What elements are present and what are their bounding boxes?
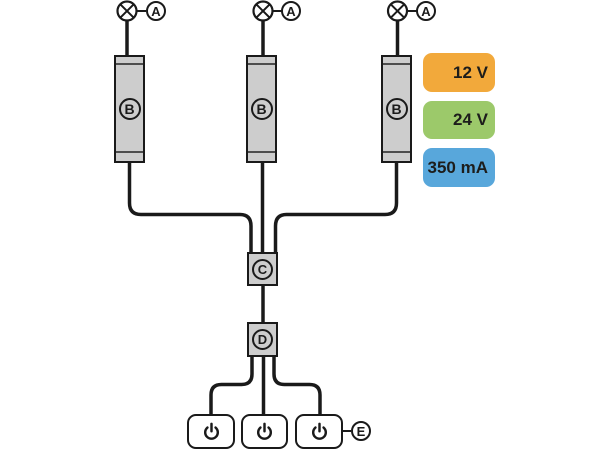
badge-12v: 12 V [423, 53, 495, 92]
power-icon [203, 422, 219, 440]
switch-button-3 [295, 414, 343, 449]
driver-cap [116, 63, 143, 65]
lamp-icon [252, 0, 274, 22]
label-switch: E [351, 421, 371, 441]
lamp-icon [116, 0, 138, 22]
distributor-box: D [247, 322, 278, 357]
label-lamp-1: A [146, 1, 166, 21]
wire-distributor-switch1 [209, 355, 254, 415]
label-driver-3: B [385, 98, 408, 120]
driver-cap [248, 151, 275, 153]
switch-button-2 [241, 414, 288, 449]
label-connector: C [252, 258, 273, 280]
label-lamp-2: A [281, 1, 301, 21]
driver-1: B [114, 55, 145, 163]
wire-driver3-connector [273, 161, 399, 253]
lamp-icon [386, 0, 409, 22]
label-lamp-3: A [416, 1, 436, 21]
driver-cap [383, 63, 410, 65]
label-distributor: D [252, 329, 273, 350]
wire-driver1-connector [127, 161, 253, 253]
driver-cap [383, 151, 410, 153]
badge-24v: 24 V [423, 101, 495, 139]
power-icon [311, 422, 327, 440]
badge-350ma: 350 mA [423, 148, 495, 187]
driver-cap [248, 63, 275, 65]
driver-3: B [381, 55, 412, 163]
label-driver-1: B [118, 98, 141, 120]
connector-box: C [247, 252, 278, 286]
driver-2: B [246, 55, 277, 163]
switch-button-1 [187, 414, 235, 449]
label-driver-2: B [250, 98, 273, 120]
wire-distributor-switch3 [272, 355, 322, 415]
driver-cap [116, 151, 143, 153]
power-icon [257, 422, 272, 440]
